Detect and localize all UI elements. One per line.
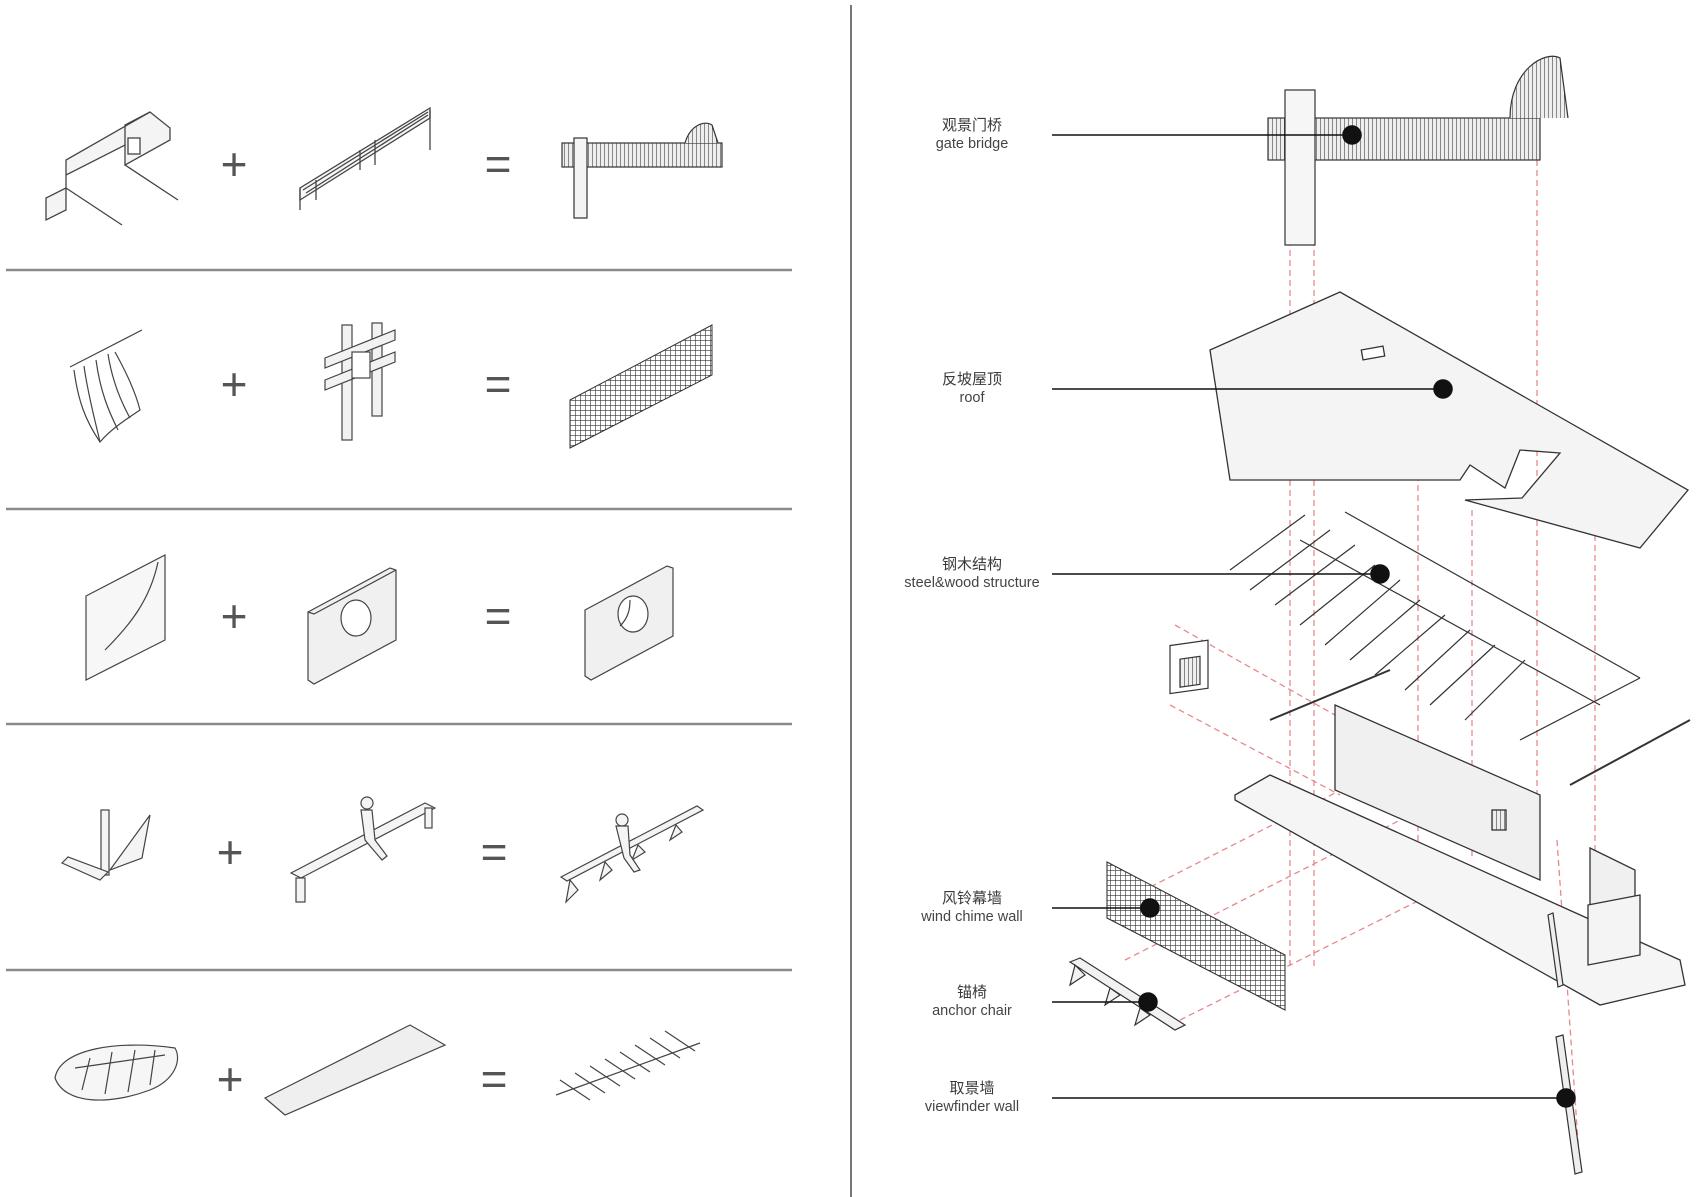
row-2-chime-wall-result bbox=[569, 324, 713, 449]
label-anchor-chair-zh: 锚椅 bbox=[956, 983, 987, 1001]
equals-sign: = bbox=[485, 138, 512, 190]
operators: + = + = + = + = + = bbox=[217, 138, 512, 1105]
label-viewfinder-en: viewfinder wall bbox=[924, 1099, 1020, 1115]
label-roof-en: roof bbox=[959, 390, 985, 406]
label-wind-chime-zh: 风铃幕墙 bbox=[941, 889, 1002, 907]
row-5-slope-sketch bbox=[263, 1024, 447, 1116]
exploded-gate-bridge bbox=[1267, 55, 1569, 246]
label-wind-chime: 风铃幕墙 wind chime wall bbox=[877, 889, 1067, 927]
row-2-curtain-sketch bbox=[69, 329, 143, 443]
label-structure: 钢木结构 steel&wood structure bbox=[877, 555, 1067, 593]
label-anchor-chair: 锚椅 anchor chair bbox=[877, 983, 1067, 1021]
roof-dot bbox=[1433, 379, 1453, 399]
row-5-boat-sketch bbox=[54, 1044, 179, 1101]
anchor-chair-dot bbox=[1138, 992, 1158, 1012]
equals-sign: = bbox=[481, 826, 508, 878]
plus-sign: + bbox=[221, 358, 248, 410]
equals-sign: = bbox=[485, 358, 512, 410]
equals-sign: = bbox=[481, 1053, 508, 1105]
wind-chime-dot bbox=[1140, 898, 1160, 918]
row-2-frame-sketch bbox=[324, 322, 396, 441]
row-3-painting-sketch bbox=[85, 554, 166, 681]
plus-sign: + bbox=[217, 826, 244, 878]
exploded-structure bbox=[1229, 511, 1691, 786]
label-wind-chime-en: wind chime wall bbox=[921, 909, 1023, 925]
exploded-roof bbox=[1209, 291, 1689, 549]
label-gate-bridge: 观景门桥 gate bridge bbox=[877, 116, 1067, 154]
row-4-bench-with-person bbox=[289, 796, 437, 903]
row-4-anchor-sketch bbox=[60, 809, 151, 881]
label-gate-bridge-zh: 观景门桥 bbox=[941, 116, 1002, 134]
plus-sign: + bbox=[221, 590, 248, 642]
label-viewfinder-zh: 取景墙 bbox=[949, 1079, 995, 1097]
gate-bridge-dot bbox=[1342, 125, 1362, 145]
exploded-wind-chime-wall bbox=[1106, 861, 1286, 1011]
label-structure-en: steel&wood structure bbox=[904, 575, 1040, 591]
row-4-anchor-chair-result bbox=[559, 805, 705, 904]
label-viewfinder: 取景墙 viewfinder wall bbox=[877, 1079, 1067, 1117]
row-3-wall-sketch bbox=[307, 567, 397, 685]
row-5-structure-result bbox=[555, 1030, 701, 1101]
structure-dot bbox=[1370, 564, 1390, 584]
equals-sign: = bbox=[485, 590, 512, 642]
label-gate-bridge-en: gate bridge bbox=[935, 136, 1009, 152]
row-1-gate-bridge-result bbox=[561, 122, 723, 219]
plus-sign: + bbox=[217, 1053, 244, 1105]
leader-lines bbox=[1052, 125, 1576, 1108]
row-1-gate-sketch bbox=[45, 111, 179, 226]
exploded-window bbox=[1169, 639, 1209, 695]
exploded-anchor-chair bbox=[1068, 957, 1187, 1031]
row-3-viewfinder-result bbox=[584, 565, 674, 681]
row-dividers bbox=[6, 268, 792, 972]
exploded-platform bbox=[1234, 704, 1686, 1006]
plus-sign: + bbox=[221, 138, 248, 190]
label-structure-zh: 钢木结构 bbox=[941, 555, 1002, 573]
label-anchor-chair-en: anchor chair bbox=[932, 1003, 1012, 1019]
label-roof: 反坡屋顶 roof bbox=[877, 370, 1067, 408]
label-roof-zh: 反坡屋顶 bbox=[941, 370, 1002, 388]
viewfinder-dot bbox=[1556, 1088, 1576, 1108]
row-1-bench-sketch bbox=[299, 106, 431, 210]
